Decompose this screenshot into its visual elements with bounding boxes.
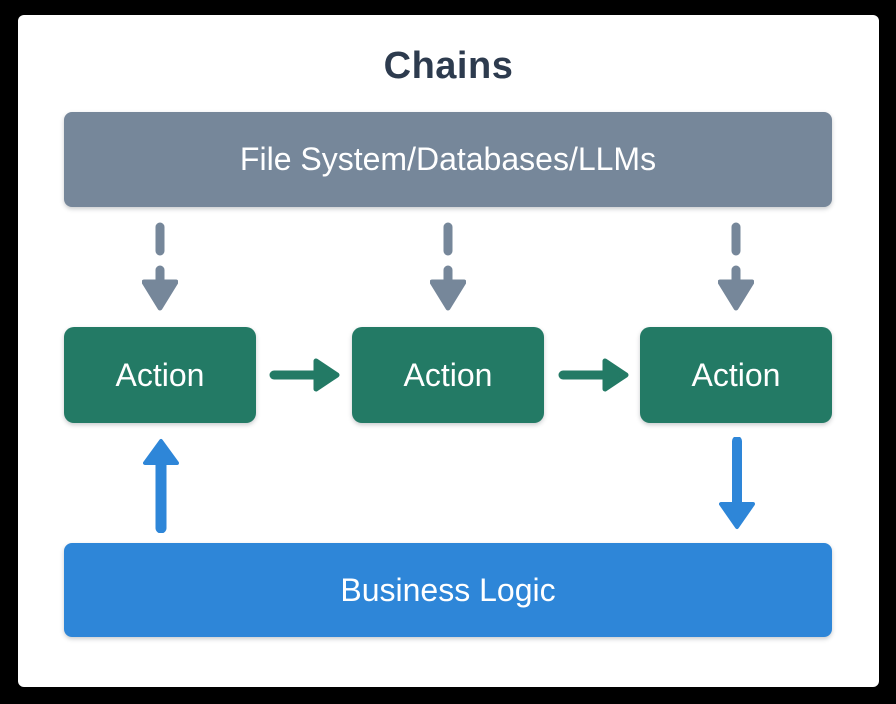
action-box: Action <box>640 327 832 423</box>
business-logic-label: Business Logic <box>340 571 556 608</box>
action-box-label: Action <box>403 356 493 393</box>
source-box-label: File System/Databases/LLMs <box>239 141 657 177</box>
business-logic-box: Business Logic <box>64 543 832 637</box>
dashed-down-arrow-icon <box>142 222 178 311</box>
up-arrow-icon <box>143 439 179 533</box>
action-box: Action <box>352 327 544 423</box>
right-arrow-icon <box>558 358 629 392</box>
diagram-card: Chains File System/Databases/LLMs Action… <box>18 15 879 687</box>
down-arrow-icon <box>719 437 755 529</box>
diagram-title: Chains <box>383 45 514 87</box>
action-box: Action <box>64 327 256 423</box>
source-box: File System/Databases/LLMs <box>64 112 832 207</box>
right-arrow-icon <box>269 358 340 392</box>
action-box-label: Action <box>115 356 205 393</box>
dashed-down-arrow-icon <box>718 222 754 311</box>
dashed-down-arrow-icon <box>430 222 466 311</box>
action-box-label: Action <box>691 356 781 393</box>
